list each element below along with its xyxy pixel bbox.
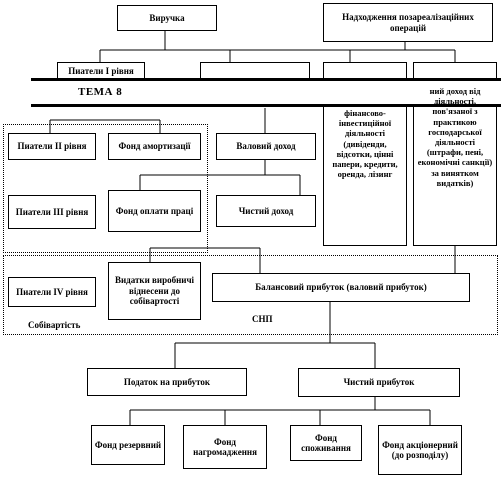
economic-activity-text: ний доход від діяльності, пов'язаної з п… <box>417 86 493 188</box>
net-income-box: Чистий доход <box>216 195 316 227</box>
net-profit-box: Чистий прибуток <box>298 368 460 397</box>
balance-profit-box: Балансовий прибуток (валовий прибуток) <box>212 273 470 302</box>
cost-price-label: Собівартість <box>28 320 81 330</box>
snp-label: СНП <box>252 314 273 324</box>
indicators-level-4-box: Пиатели IV рівня <box>8 277 96 307</box>
consumption-fund-box: Фонд споживання <box>290 425 362 461</box>
cost-attributed-expenses-box: Видатки виробничі віднесени до собіварто… <box>108 262 201 320</box>
gross-income-box: Валовий доход <box>216 133 316 160</box>
topic-title: ТЕМА 8 <box>78 86 123 98</box>
reserve-fund-box: Фонд резервний <box>91 425 165 465</box>
nonsales-income-box: Надходження позареалізаційних операцій <box>323 3 493 42</box>
indicators-level-1-box: Пиатели I рівня <box>57 62 145 80</box>
depreciation-fund-box: Фонд амортизації <box>108 133 201 160</box>
indicators-level-3-box: Пиатели III рівня <box>8 195 96 229</box>
accumulation-fund-box: Фонд нагромадження <box>183 425 267 469</box>
wage-fund-box: Фонд оплати праці <box>108 190 201 232</box>
shareholder-fund-box: Фонд акціонерний (до розподілу) <box>378 425 462 475</box>
level-2-3-group-frame <box>3 124 208 253</box>
indicators-level-2-box: Пиатели II рівня <box>8 133 96 160</box>
level-4-group-frame <box>3 255 498 335</box>
banner-bottom-rule <box>31 104 501 107</box>
profit-tax-box: Податок на прибуток <box>87 368 247 396</box>
revenue-box: Виручка <box>117 5 217 31</box>
banner-top-rule <box>31 78 501 81</box>
topic-banner <box>31 78 501 106</box>
financial-activity-text: фінансово-інвестиційної діяльності (диві… <box>332 108 398 180</box>
